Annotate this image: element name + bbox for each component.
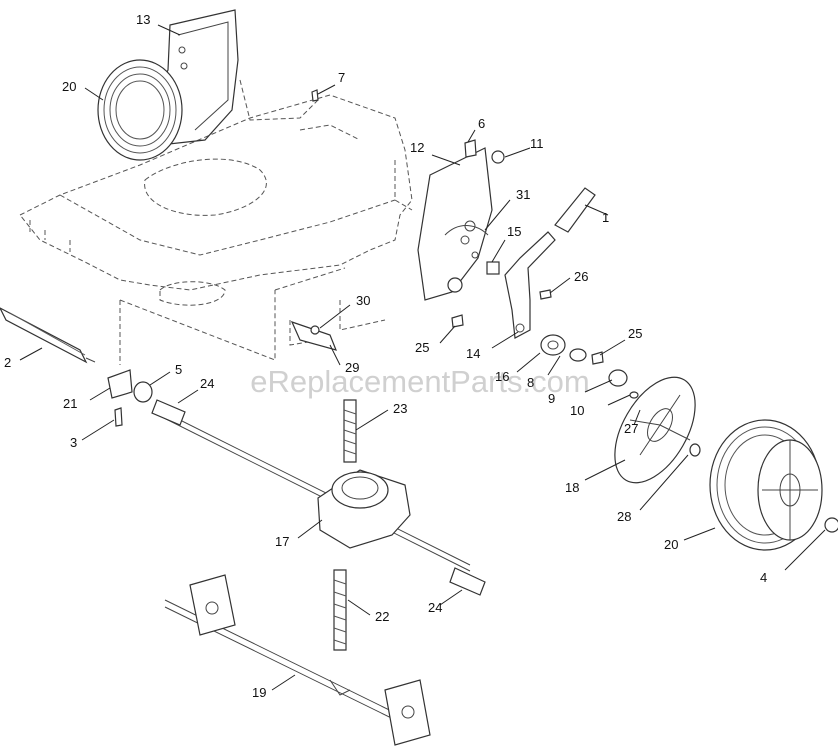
callout-23: 23 — [393, 401, 407, 416]
callout-1: 1 — [602, 210, 609, 225]
callout-4: 4 — [760, 570, 767, 585]
callout-27: 27 — [624, 421, 638, 436]
mower-deck — [19, 79, 413, 365]
height-adjust-lever — [504, 187, 596, 339]
callout-19: 19 — [252, 685, 266, 700]
callout-16: 16 — [495, 369, 509, 384]
callout-26: 26 — [574, 269, 588, 284]
callout-15: 15 — [507, 224, 521, 239]
spring-rod — [0, 307, 96, 364]
callout-2: 2 — [4, 355, 11, 370]
callout-9: 9 — [548, 391, 555, 406]
callout-18: 18 — [565, 480, 579, 495]
leader-lines — [19, 24, 826, 691]
watermark-text: eReplacementParts.com — [250, 364, 589, 399]
front-wheel — [709, 419, 823, 551]
callout-12: 12 — [410, 140, 424, 155]
callout-25-left: 25 — [415, 340, 429, 355]
callout-8: 8 — [527, 375, 534, 390]
callout-17: 17 — [275, 534, 289, 549]
callout-20-front: 20 — [664, 537, 678, 552]
callout-6: 6 — [478, 116, 485, 131]
callout-21: 21 — [63, 396, 77, 411]
callout-13: 13 — [136, 12, 150, 27]
springs — [333, 399, 357, 651]
callout-11: 11 — [530, 136, 544, 151]
callout-10: 10 — [570, 403, 584, 418]
callout-3: 3 — [70, 435, 77, 450]
rear-wheel — [97, 59, 183, 161]
callout-29: 29 — [345, 360, 359, 375]
callout-5: 5 — [175, 362, 182, 377]
callout-7: 7 — [338, 70, 345, 85]
callout-31: 31 — [516, 187, 530, 202]
callout-24-right: 24 — [428, 600, 442, 615]
callout-28: 28 — [617, 509, 631, 524]
callout-24-left: 24 — [200, 376, 214, 391]
wheel-hub — [614, 376, 696, 484]
callout-14: 14 — [466, 346, 480, 361]
rear-axle-bar — [164, 574, 431, 746]
callouts: 1 2 3 4 5 6 7 8 9 10 11 12 13 14 15 16 1… — [4, 12, 767, 700]
callout-22: 22 — [375, 609, 389, 624]
callout-20-rear: 20 — [62, 79, 76, 94]
drive-axle — [151, 399, 486, 596]
callout-25-right: 25 — [628, 326, 642, 341]
hardware — [107, 89, 838, 533]
callout-30: 30 — [356, 293, 370, 308]
height-adjuster-plate — [417, 147, 493, 301]
